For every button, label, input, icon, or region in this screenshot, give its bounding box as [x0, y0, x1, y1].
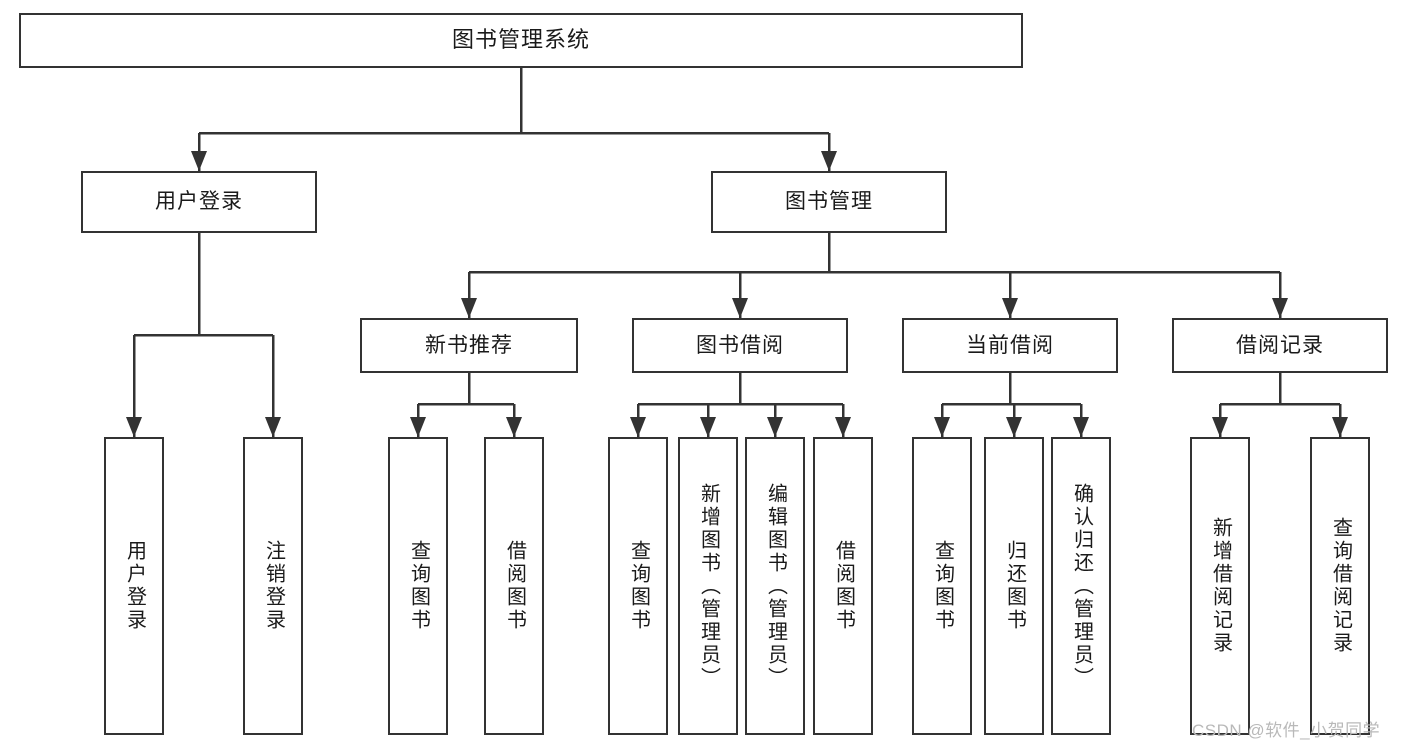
node-leaf-query-book-3-label: 查询图书: [931, 540, 954, 632]
node-leaf-user-login[interactable]: 用户登录: [104, 437, 164, 735]
csdn-watermark: CSDN @软件_小贺同学: [1192, 721, 1381, 740]
node-user-login-label: 用户登录: [155, 190, 243, 214]
node-leaf-query-book-2[interactable]: 查询图书: [608, 437, 668, 735]
node-user-login[interactable]: 用户登录: [81, 171, 317, 233]
node-current-borrow-label: 当前借阅: [966, 333, 1054, 357]
node-leaf-add-record-label: 新增借阅记录: [1209, 517, 1232, 655]
node-leaf-borrow-book-2[interactable]: 借阅图书: [813, 437, 873, 735]
node-leaf-borrow-book-1-label: 借阅图书: [503, 540, 526, 632]
node-leaf-return-book[interactable]: 归还图书: [984, 437, 1044, 735]
node-leaf-user-logout[interactable]: 注销登录: [243, 437, 303, 735]
node-root[interactable]: 图书管理系统: [19, 13, 1023, 68]
node-leaf-query-book-2-label: 查询图书: [627, 540, 650, 632]
node-leaf-borrow-book-1[interactable]: 借阅图书: [484, 437, 544, 735]
node-new-book-recommend-label: 新书推荐: [425, 333, 513, 357]
node-leaf-add-record[interactable]: 新增借阅记录: [1190, 437, 1250, 735]
node-new-book-recommend[interactable]: 新书推荐: [360, 318, 578, 373]
node-leaf-user-logout-label: 注销登录: [262, 540, 285, 632]
node-leaf-confirm-return[interactable]: 确认归还（管理员）: [1051, 437, 1111, 735]
node-leaf-edit-book[interactable]: 编辑图书（管理员）: [745, 437, 805, 735]
node-leaf-borrow-book-2-label: 借阅图书: [832, 540, 855, 632]
node-leaf-query-record-label: 查询借阅记录: [1329, 517, 1352, 655]
node-leaf-query-book-1[interactable]: 查询图书: [388, 437, 448, 735]
node-leaf-return-book-label: 归还图书: [1003, 540, 1026, 632]
node-current-borrow[interactable]: 当前借阅: [902, 318, 1118, 373]
node-book-manage[interactable]: 图书管理: [711, 171, 947, 233]
node-root-label: 图书管理系统: [451, 27, 590, 53]
node-leaf-add-book[interactable]: 新增图书（管理员）: [678, 437, 738, 735]
node-book-borrow-label: 图书借阅: [696, 333, 784, 357]
node-leaf-add-book-label: 新增图书（管理员）: [697, 482, 720, 690]
node-book-borrow[interactable]: 图书借阅: [632, 318, 848, 373]
node-leaf-query-book-3[interactable]: 查询图书: [912, 437, 972, 735]
node-borrow-record-label: 借阅记录: [1236, 333, 1324, 357]
node-leaf-query-book-1-label: 查询图书: [407, 540, 430, 632]
node-book-manage-label: 图书管理: [785, 190, 873, 214]
node-leaf-user-login-label: 用户登录: [123, 540, 146, 632]
node-leaf-query-record[interactable]: 查询借阅记录: [1310, 437, 1370, 735]
node-leaf-edit-book-label: 编辑图书（管理员）: [764, 482, 787, 690]
node-borrow-record[interactable]: 借阅记录: [1172, 318, 1388, 373]
node-leaf-confirm-return-label: 确认归还（管理员）: [1070, 482, 1093, 690]
